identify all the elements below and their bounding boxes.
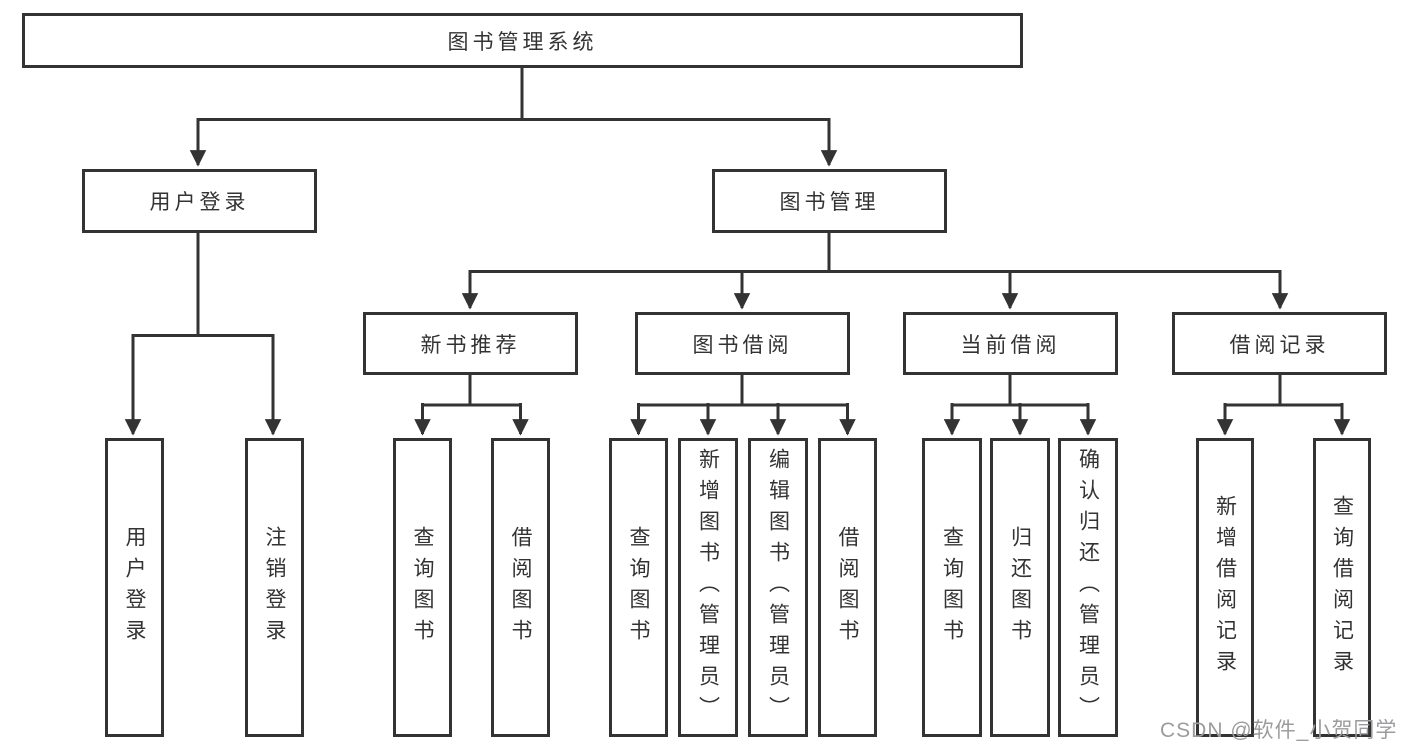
node-label: 图书借阅 bbox=[692, 333, 793, 357]
leaf-label: 新增图书（管理员） bbox=[696, 448, 720, 727]
node-label: 借阅记录 bbox=[1229, 333, 1330, 357]
leaf-edit-books-admin: 编辑图书（管理员） bbox=[748, 438, 808, 737]
leaf-label: 注销登录 bbox=[263, 525, 286, 650]
leaf-label: 归还图书 bbox=[1008, 525, 1032, 650]
leaf-label: 确认归还（管理员） bbox=[1076, 448, 1100, 727]
node-borrowing-records: 借阅记录 bbox=[1172, 312, 1387, 375]
leaf-logout: 注销登录 bbox=[245, 438, 304, 737]
leaf-label: 查询图书 bbox=[940, 525, 964, 650]
leaf-confirm-return-admin: 确认归还（管理员） bbox=[1058, 438, 1118, 737]
csdn-watermark: CSDN @软件_小贺同学 bbox=[1160, 719, 1398, 742]
node-label: 图书管理 bbox=[779, 191, 880, 214]
leaf-return-books: 归还图书 bbox=[990, 438, 1050, 737]
node-label: 图书管理系统 bbox=[447, 30, 598, 54]
node-book-management: 图书管理 bbox=[712, 169, 947, 233]
leaf-label: 借阅图书 bbox=[509, 525, 532, 650]
node-new-book-recommendation: 新书推荐 bbox=[363, 312, 578, 375]
leaf-label: 查询图书 bbox=[411, 525, 434, 650]
leaf-query-borrow-record: 查询借阅记录 bbox=[1313, 438, 1371, 737]
leaf-user-login: 用户登录 bbox=[105, 438, 164, 737]
leaf-borrow-books-recommend: 借阅图书 bbox=[491, 438, 550, 737]
leaf-label: 借阅图书 bbox=[836, 525, 859, 650]
node-library-management-system: 图书管理系统 bbox=[22, 13, 1023, 68]
node-label: 当前借阅 bbox=[960, 333, 1061, 357]
leaf-label: 编辑图书（管理员） bbox=[766, 448, 790, 727]
leaf-borrow-books: 借阅图书 bbox=[818, 438, 877, 737]
leaf-query-books-borrow: 查询图书 bbox=[609, 438, 668, 737]
leaf-query-books-recommend: 查询图书 bbox=[393, 438, 452, 737]
leaf-add-books-admin: 新增图书（管理员） bbox=[678, 438, 738, 737]
leaf-label: 查询借阅记录 bbox=[1330, 494, 1354, 681]
node-label: 用户登录 bbox=[149, 191, 250, 214]
leaf-label: 查询图书 bbox=[627, 525, 650, 650]
node-user-login: 用户登录 bbox=[82, 169, 317, 233]
node-book-borrowing: 图书借阅 bbox=[635, 312, 850, 375]
node-label: 新书推荐 bbox=[420, 333, 521, 357]
leaf-add-borrow-record: 新增借阅记录 bbox=[1196, 438, 1254, 737]
leaf-query-books-current: 查询图书 bbox=[922, 438, 982, 737]
node-current-borrowing: 当前借阅 bbox=[903, 312, 1118, 375]
leaf-label: 用户登录 bbox=[123, 525, 146, 650]
leaf-label: 新增借阅记录 bbox=[1213, 494, 1237, 681]
